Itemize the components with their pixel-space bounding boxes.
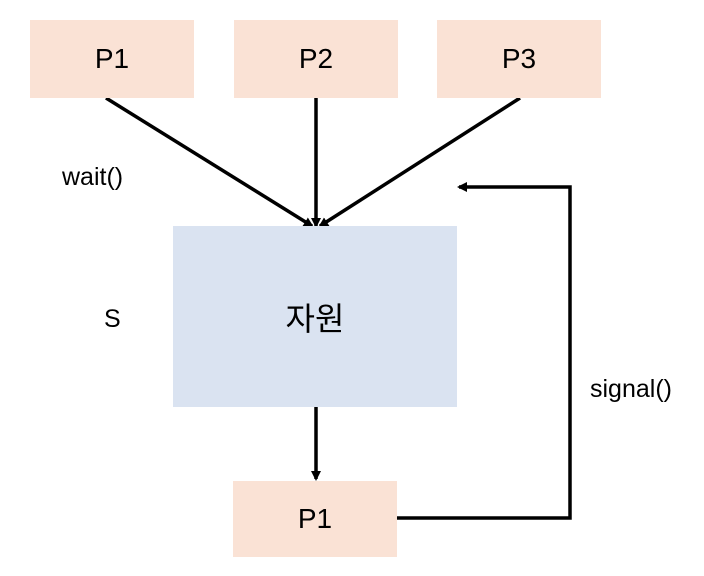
process-box-p2: P2 <box>234 20 398 98</box>
arrow-p3-to-resource <box>318 96 521 228</box>
resource-label: 자원 <box>285 299 345 338</box>
process-label: P2 <box>298 43 334 74</box>
process-label: P1 <box>297 503 333 534</box>
process-box-p1: P1 <box>30 20 194 98</box>
signal-label: signal() <box>590 375 672 403</box>
process-label: P1 <box>94 43 130 74</box>
arrow-p1-to-resource <box>105 96 314 228</box>
wait-label: wait() <box>62 163 124 191</box>
process-box-p1-bottom: P1 <box>233 481 397 557</box>
process-box-p3: P3 <box>437 20 601 98</box>
process-label: P3 <box>501 43 537 74</box>
semaphore-label: S <box>104 305 121 333</box>
arrow-signal-loop <box>397 182 572 520</box>
resource-box: 자원 <box>173 226 457 407</box>
